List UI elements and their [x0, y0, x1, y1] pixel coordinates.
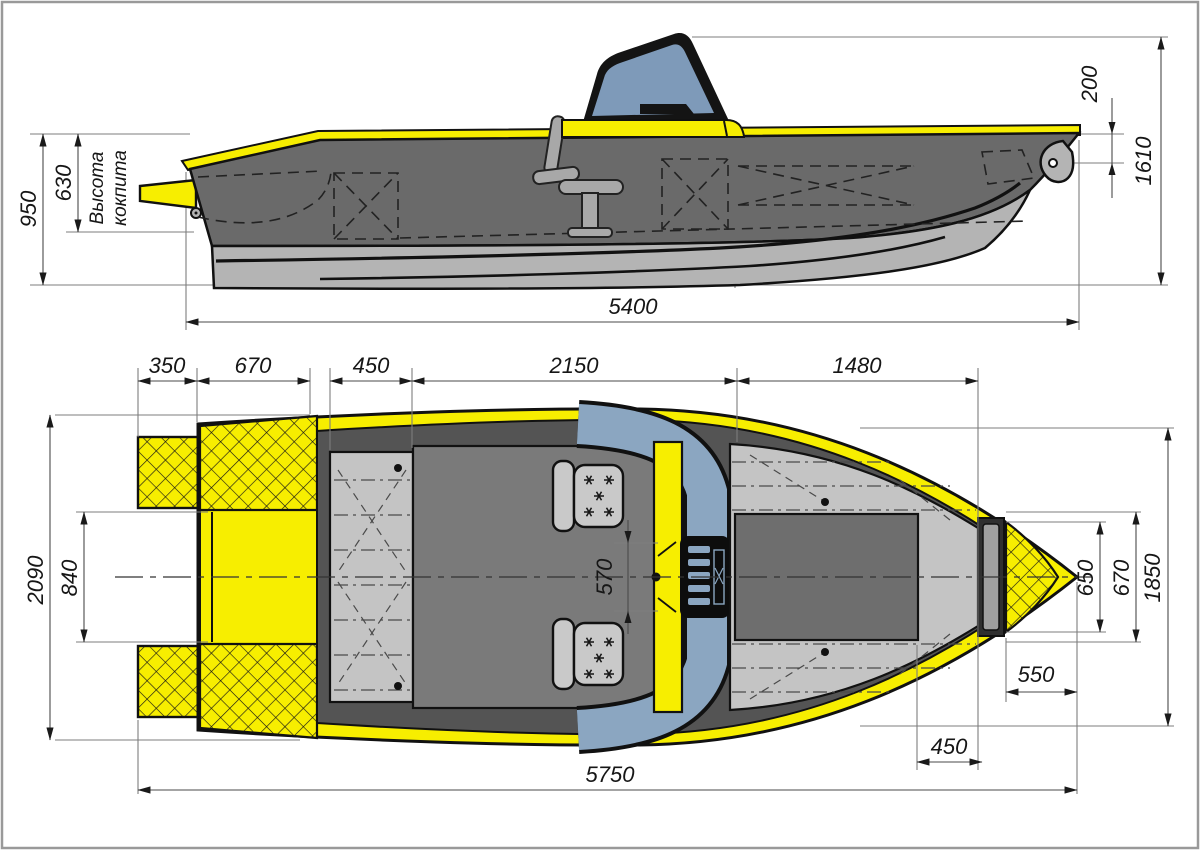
spray-rail-lower: [319, 235, 946, 281]
top-view: 350 670 450 2150 1480 2090 840 570 650 6…: [23, 353, 1174, 794]
driver-seat: [551, 459, 625, 533]
hull-bottom-light: [210, 188, 1032, 291]
dim-height-with-windshield: 1610: [1131, 36, 1165, 286]
dim-bow-tip: 550: [1005, 662, 1078, 696]
transom-fitting-pin: [194, 211, 198, 215]
dim-overall-length: 5750: [137, 762, 1078, 794]
dashboard-edge: [640, 104, 694, 114]
dim-chain-top: 350 670 450 2150 1480: [137, 353, 979, 385]
stern-bracket: [138, 178, 198, 210]
swim-platform-port: [136, 435, 202, 510]
side-view: 950 630 Высота кокпита 200 1610 5400: [16, 33, 1168, 330]
dim-label-550: 550: [1018, 662, 1055, 687]
bow-eye-hole: [1048, 158, 1058, 168]
swim-platform-starboard: [136, 644, 202, 719]
windshield-side: [561, 33, 745, 138]
passenger-seat: [551, 617, 625, 691]
dim-bow-beam: 1850: [1140, 427, 1172, 727]
windshield-glass: [592, 44, 714, 117]
cockpit-height-caption-2: кокпита: [110, 150, 131, 226]
seat-pedestal: [581, 192, 599, 232]
dim-label-670-bow: 670: [1109, 559, 1134, 596]
dim-label-350: 350: [149, 353, 186, 378]
dim-bow-hatch-width: 650: [1073, 521, 1104, 633]
dim-label-670-stern: 670: [235, 353, 272, 378]
seat-cushion: [558, 179, 624, 195]
dim-label-570: 570: [592, 558, 617, 595]
dim-label-630: 630: [51, 164, 76, 201]
platform-deck-starboard: [198, 642, 319, 740]
console-seam: [723, 120, 728, 137]
dim-height-overall: 950: [16, 133, 47, 286]
dim-label-950: 950: [16, 190, 41, 227]
helm-and-seat: [532, 115, 624, 238]
console-deck: [561, 119, 745, 138]
spray-rail-upper: [215, 181, 1021, 263]
seat-base: [567, 227, 613, 238]
cockpit-height-caption-1: Высота: [87, 152, 108, 225]
dim-label-1610: 1610: [1131, 136, 1156, 186]
dim-label-5400: 5400: [609, 294, 659, 319]
dim-beam-overall: 2090: [23, 414, 54, 741]
top-view-extension-lines: [55, 368, 1174, 794]
dim-hull-length: 5400: [185, 294, 1080, 326]
dim-walkthrough: 570: [592, 520, 632, 634]
dim-label-450-hatch: 450: [931, 734, 968, 759]
dim-label-200: 200: [1077, 65, 1102, 103]
dim-label-450-bench: 450: [353, 353, 390, 378]
dim-label-1850: 1850: [1140, 553, 1165, 603]
dim-motor-well-width: 840: [57, 511, 88, 643]
dim-bow-deck-width: 670: [1109, 511, 1140, 643]
dim-label-2150: 2150: [549, 353, 600, 378]
dim-label-650: 650: [1073, 559, 1098, 596]
dim-label-840: 840: [57, 559, 82, 596]
hidden-structure-side: [197, 149, 1036, 240]
dim-label-5750: 5750: [586, 762, 636, 787]
dim-label-2090: 2090: [23, 555, 48, 606]
hull-side: [138, 123, 1082, 291]
dim-cockpit-height: 630 Высота кокпита: [51, 133, 131, 233]
platform-deck-port: [198, 414, 319, 512]
bow-eye: [1039, 139, 1075, 184]
dim-hatch-offset: 450: [916, 734, 983, 766]
dim-label-1480: 1480: [833, 353, 883, 378]
dim-stem-drop: 200: [1077, 65, 1116, 198]
